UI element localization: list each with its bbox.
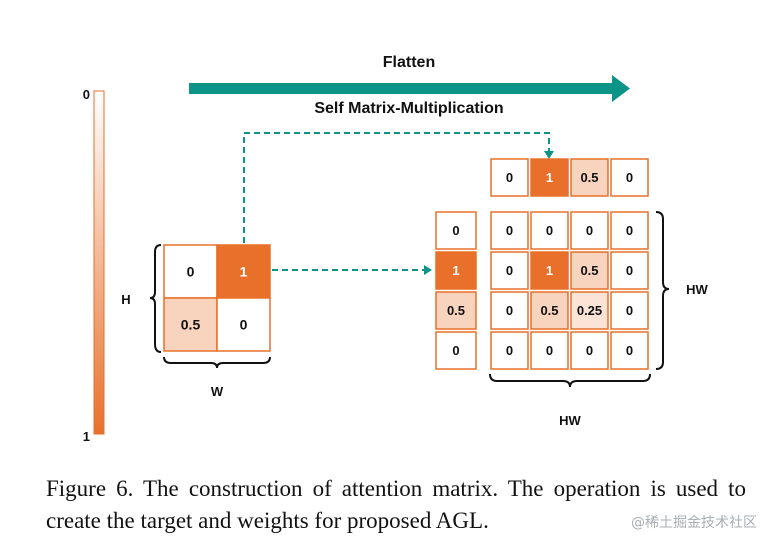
column-vector-cell-value: 0.5 bbox=[447, 303, 465, 318]
result-matrix: 0 0 0 0 0 1 0.5 0 0 0.5 0.25 0 0 0 0 0 bbox=[490, 211, 649, 370]
result-matrix-cell-value: 0 bbox=[626, 343, 633, 358]
result-matrix-cell-value: 0 bbox=[546, 223, 553, 238]
result-matrix-cell-value: 0.5 bbox=[580, 263, 598, 278]
result-matrix-cell bbox=[610, 291, 649, 330]
column-vector-cell-value: 0 bbox=[452, 343, 459, 358]
result-bottom-label: HW bbox=[559, 413, 581, 428]
row-vector-cell bbox=[610, 158, 649, 197]
input-width-brace: W bbox=[163, 356, 271, 399]
result-right-brace: HW bbox=[655, 211, 709, 370]
result-matrix-cell bbox=[570, 211, 609, 250]
result-matrix-cell bbox=[610, 251, 649, 290]
flatten-arrow-head bbox=[612, 75, 630, 102]
watermark: @稀土掘金技术社区 bbox=[631, 515, 757, 531]
result-matrix-cell-value: 0 bbox=[506, 223, 513, 238]
column-vector: 010.50 bbox=[435, 211, 477, 370]
input-matrix-cell-value: 0 bbox=[187, 264, 195, 280]
attention-matrix-diagram: 0 1 Flatten Self Matrix-Multiplication 0… bbox=[83, 54, 709, 444]
result-bottom-brace-shape bbox=[489, 373, 651, 388]
figure-caption: Figure 6. The construction of attention … bbox=[46, 476, 746, 533]
row-vector-cell bbox=[570, 158, 609, 197]
colorbar-top-label: 0 bbox=[83, 87, 90, 102]
result-matrix-cell-value: 0 bbox=[586, 343, 593, 358]
column-vector-cell-value: 0 bbox=[452, 223, 459, 238]
column-vector-cell-value: 1 bbox=[452, 263, 459, 278]
column-vector-cell bbox=[435, 291, 477, 330]
row-vector-cell-value: 0 bbox=[626, 170, 633, 185]
result-matrix-cell bbox=[570, 331, 609, 370]
input-height-brace: H bbox=[121, 244, 162, 353]
column-vector-cell bbox=[435, 331, 477, 370]
flatten-label: Flatten bbox=[383, 54, 435, 71]
dashed-connector-up bbox=[243, 132, 550, 243]
result-matrix-cell-value: 0.5 bbox=[540, 303, 558, 318]
input-matrix-cell-value: 0 bbox=[240, 317, 248, 333]
row-vector-cell-value: 0 bbox=[506, 170, 513, 185]
colorbar-bottom-label: 1 bbox=[83, 429, 90, 444]
result-matrix-cell bbox=[490, 251, 529, 290]
result-matrix-cell-value: 0 bbox=[546, 343, 553, 358]
flatten-arrow-shaft bbox=[189, 83, 613, 94]
result-matrix-cell-value: 0.25 bbox=[577, 303, 602, 318]
input-matrix-cell-value: 0.5 bbox=[181, 317, 201, 333]
result-matrix-cell-value: 0 bbox=[626, 303, 633, 318]
result-matrix-cell bbox=[490, 211, 529, 250]
input-matrix-cell bbox=[216, 297, 271, 352]
colorbar: 0 1 bbox=[83, 87, 105, 444]
result-matrix-cell-value: 0 bbox=[626, 223, 633, 238]
dashed-connector-right-arrowhead bbox=[424, 265, 432, 275]
result-right-brace-shape bbox=[655, 211, 670, 370]
dashed-connectors bbox=[243, 132, 554, 275]
result-matrix-cell bbox=[610, 331, 649, 370]
result-matrix-cell bbox=[570, 251, 609, 290]
input-matrix-cell bbox=[216, 244, 271, 299]
result-matrix-cell bbox=[530, 251, 569, 290]
result-matrix-cell bbox=[490, 331, 529, 370]
result-matrix-cell bbox=[530, 291, 569, 330]
row-vector-cell-value: 0.5 bbox=[580, 170, 598, 185]
column-vector-cell bbox=[435, 211, 477, 250]
result-matrix-cell bbox=[610, 211, 649, 250]
colorbar-gradient bbox=[93, 90, 105, 435]
row-vector-cell-value: 1 bbox=[546, 170, 553, 185]
input-matrix-cell-value: 1 bbox=[240, 264, 248, 280]
input-width-label: W bbox=[211, 384, 224, 399]
input-matrix-cell bbox=[163, 297, 218, 352]
result-matrix-cell-value: 0 bbox=[586, 223, 593, 238]
result-matrix-cell-value: 1 bbox=[546, 263, 553, 278]
result-matrix-cell-value: 0 bbox=[626, 263, 633, 278]
input-matrix-cell bbox=[163, 244, 218, 299]
result-matrix-cell bbox=[530, 211, 569, 250]
dashed-connector-up-arrowhead bbox=[544, 151, 554, 159]
input-width-brace-shape bbox=[163, 356, 271, 369]
result-matrix-cell bbox=[570, 291, 609, 330]
column-vector-cell bbox=[435, 251, 477, 290]
input-height-brace-shape bbox=[149, 244, 162, 353]
row-vector-cell bbox=[490, 158, 529, 197]
result-matrix-cell bbox=[530, 331, 569, 370]
flatten-arrow: Flatten Self Matrix-Multiplication bbox=[189, 54, 630, 117]
result-right-label: HW bbox=[686, 282, 708, 297]
result-matrix-cell-value: 0 bbox=[506, 263, 513, 278]
result-matrix-cell-value: 0 bbox=[506, 303, 513, 318]
multiplication-label: Self Matrix-Multiplication bbox=[314, 100, 503, 117]
result-matrix-cell bbox=[490, 291, 529, 330]
input-height-label: H bbox=[121, 292, 130, 307]
row-vector-cell bbox=[530, 158, 569, 197]
result-bottom-brace: HW bbox=[489, 373, 651, 428]
result-matrix-cell-value: 0 bbox=[506, 343, 513, 358]
